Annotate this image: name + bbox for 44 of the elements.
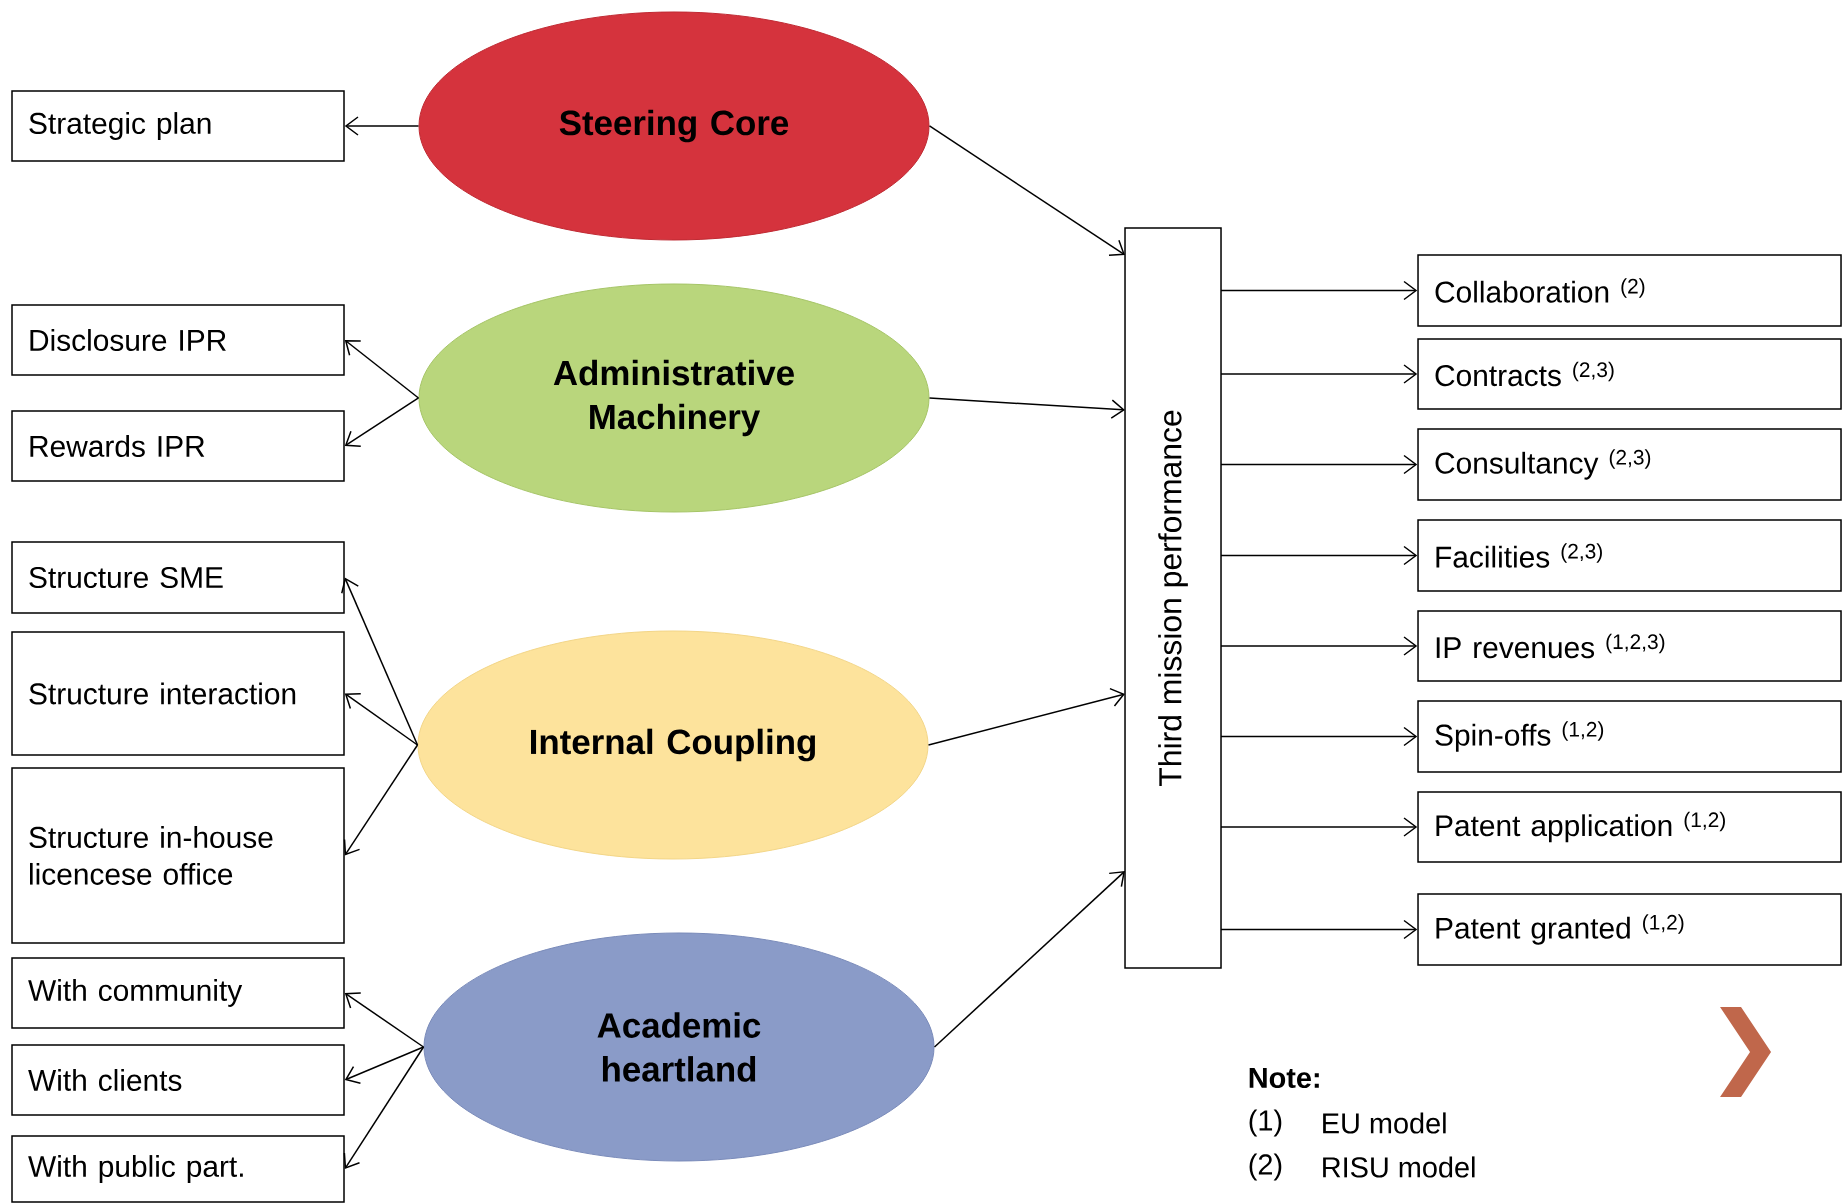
text-box: Patent application $^{(1,2)}$: [1417, 791, 1842, 863]
arrow: [927, 687, 1125, 746]
text-box: Patent granted $^{(1,2)}$: [1417, 893, 1842, 966]
text-box: With clients: [11, 1044, 345, 1116]
arrow: [344, 693, 419, 746]
arrow: [1220, 919, 1418, 940]
arrow: [344, 992, 425, 1048]
note-text: EU model: [1323, 1112, 1446, 1134]
arrow: [341, 577, 419, 746]
arrow: [344, 1046, 425, 1084]
arrow: [1220, 726, 1418, 747]
arrow: [1220, 364, 1418, 384]
text-box: Contracts $^{(2,3)}$: [1417, 338, 1842, 410]
arrow: [1220, 636, 1418, 656]
text-box: Consultancy $^{(2,3)}$: [1417, 428, 1842, 501]
arrow: [343, 744, 419, 856]
arrow: [1220, 454, 1418, 475]
arrow: [1220, 545, 1418, 566]
arrow: [344, 340, 420, 399]
arrow: [344, 397, 420, 448]
text-box: With community: [11, 957, 345, 1029]
text-box: Strategic plan: [11, 90, 345, 162]
arrow: [933, 871, 1125, 1048]
text-box: Structure SME: [11, 541, 345, 614]
note-text: (1): [1249, 1109, 1282, 1137]
note-text: RISU model: [1323, 1156, 1475, 1178]
arrow: [343, 1046, 425, 1169]
text-box: Collaboration $^{(2)}$: [1417, 254, 1842, 327]
text-box: Facilities $^{(2,3)}$: [1417, 519, 1842, 592]
performance-box: Third mission performance: [1124, 227, 1222, 969]
text-box: Spin-offs $^{(1,2)}$: [1417, 700, 1842, 773]
arrow: [1220, 280, 1418, 301]
arrow: [1220, 817, 1418, 837]
arrow: [928, 125, 1125, 256]
text-box: Rewards IPR: [11, 410, 345, 482]
text-box: IP revenues $^{(1,2,3)}$: [1417, 610, 1842, 682]
note-text: Note:: [1249, 1067, 1319, 1089]
text-box: Disclosure IPR: [11, 304, 345, 376]
text-box: Structure interaction: [11, 631, 345, 756]
note-text: (2): [1249, 1153, 1282, 1181]
text-box: With public part.: [11, 1135, 345, 1203]
arrow: [344, 116, 420, 136]
arrow: [928, 397, 1125, 419]
text-box: Structure in-house licencese office: [11, 767, 345, 944]
